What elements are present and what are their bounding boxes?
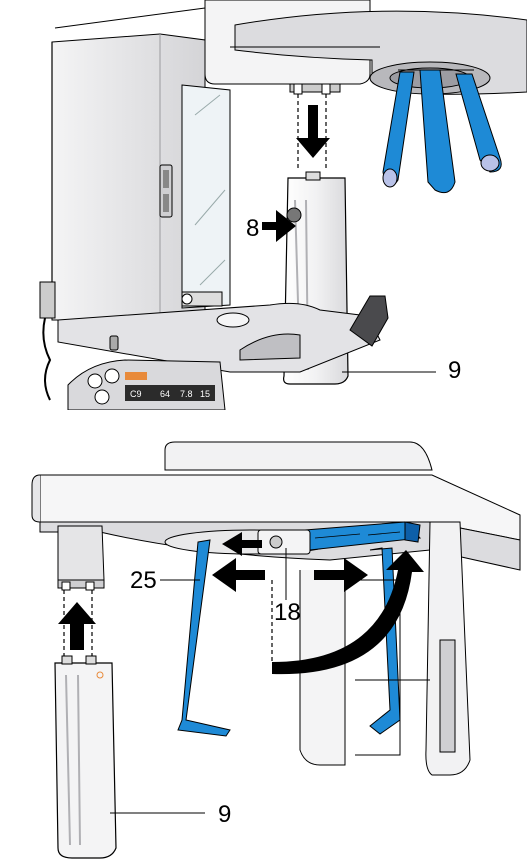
svg-text:15: 15: [200, 389, 210, 399]
callout-9-bottom: 9: [218, 801, 231, 828]
svg-text:64: 64: [160, 389, 170, 399]
control-panel: C9 64 7.8 15: [67, 359, 226, 410]
panel-divider: [0, 418, 527, 419]
sensor-unit-bottom: [54, 655, 117, 859]
arrow-right-icon: [262, 210, 296, 242]
callout-25: 25: [130, 567, 157, 594]
arrow-down-icon: [296, 105, 330, 158]
top-figure: C9 64 7.8 15 8 9: [0, 0, 527, 410]
arrow-left-icon: [222, 532, 262, 556]
insertion-guides: [296, 94, 330, 170]
slide-carriage: [257, 521, 422, 555]
arrow-left-icon: [212, 558, 265, 592]
arrow-right-icon: [314, 558, 368, 592]
temple-supports: [369, 61, 502, 194]
bottom-figure: 25 18 9: [0, 430, 527, 865]
svg-text:7.8: 7.8: [180, 389, 193, 399]
callout-9-top: 9: [448, 357, 461, 384]
sensor-mount: [57, 525, 105, 660]
bottom-illustration: 25 18 9: [31, 441, 521, 859]
arrow-up-icon: [58, 602, 96, 650]
callout-18: 18: [274, 599, 301, 626]
device-column: [51, 0, 231, 321]
glass-panel: [181, 84, 231, 309]
top-illustration: C9 64 7.8 15 8 9: [39, 0, 527, 410]
svg-text:C9: C9: [130, 389, 142, 399]
callout-8: 8: [246, 215, 259, 242]
chin-rest-base: [39, 281, 389, 401]
curved-arrow-icon: [272, 550, 424, 675]
